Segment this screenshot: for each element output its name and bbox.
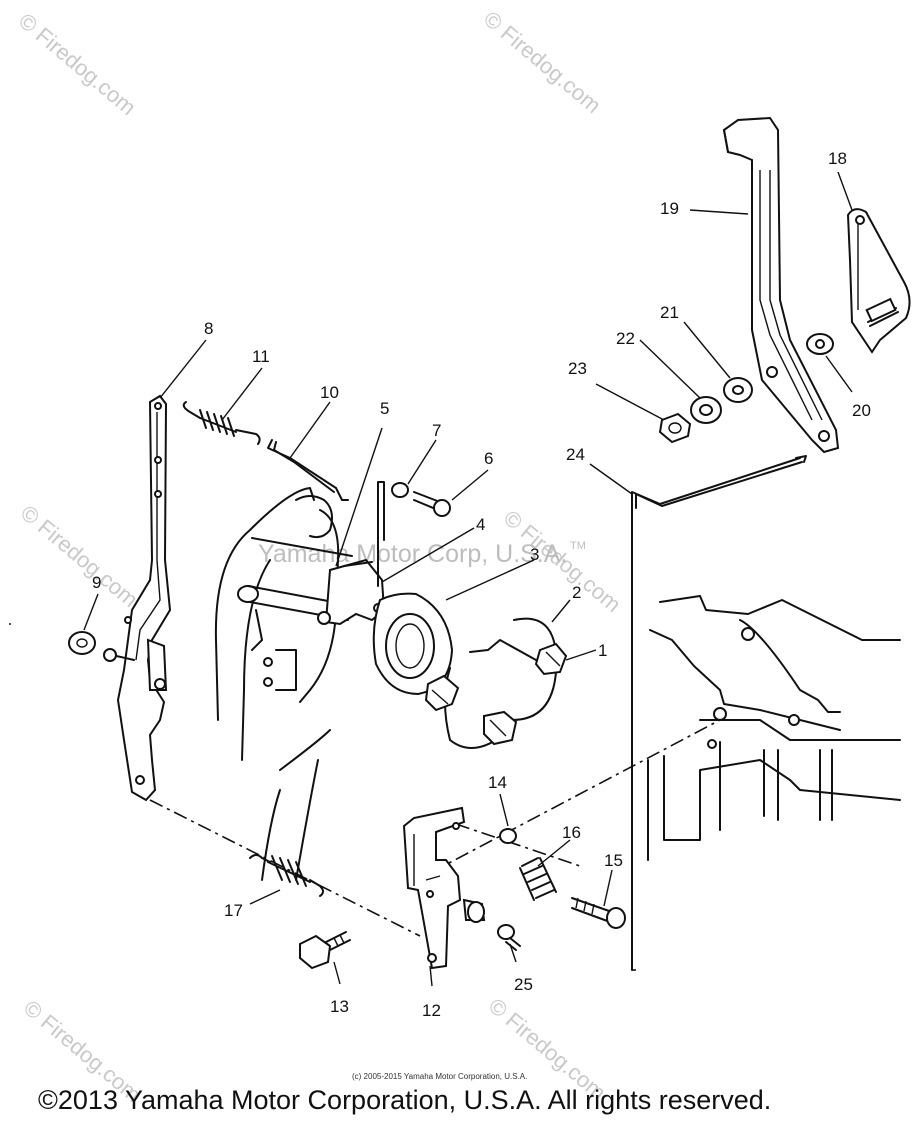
part-16-spring [519, 857, 557, 901]
callout-1: 1 [598, 641, 607, 660]
callout-7: 7 [432, 421, 441, 440]
part-25-screw [497, 924, 521, 951]
part-13-bolt [299, 931, 351, 970]
callout-4: 4 [476, 515, 485, 534]
callout-13: 13 [330, 997, 349, 1016]
watermark-tm: TM [570, 540, 586, 552]
part-10-rod [267, 439, 349, 501]
callout-5: 5 [380, 399, 389, 418]
part-14-washer [499, 828, 517, 844]
exploded-parts-diagram: 1 2 3 4 5 6 7 8 9 10 11 12 13 14 15 16 1… [9, 116, 911, 1020]
part-20-washer [806, 333, 834, 355]
callout-2: 2 [572, 583, 581, 602]
engine-block-right [647, 595, 901, 861]
callout-20: 20 [852, 401, 871, 420]
callout-18: 18 [828, 149, 847, 168]
callout-3: 3 [530, 545, 539, 564]
part-23-nut [658, 412, 692, 444]
part-1-2-harness [424, 617, 568, 749]
part-15-bolt [571, 897, 626, 929]
part-17-spring [249, 854, 324, 897]
margin-speck [9, 623, 11, 625]
callout-23: 23 [568, 359, 587, 378]
part-8-lever [103, 394, 172, 802]
callout-17: 17 [224, 901, 243, 920]
part-5-bracket-line [377, 481, 385, 587]
part-3-cam [372, 592, 454, 696]
part-6-bolt [413, 491, 451, 517]
callout-12: 12 [422, 1001, 441, 1020]
assembly-line-1 [149, 799, 421, 937]
part-24-rod [631, 455, 807, 971]
callout-8: 8 [204, 319, 213, 338]
part-12-bracket [402, 806, 486, 970]
leader-lines [83, 171, 853, 987]
assembly-line-4 [455, 823, 581, 867]
callout-15: 15 [604, 851, 623, 870]
part-19-lever [722, 116, 840, 454]
callout-10: 10 [320, 383, 339, 402]
assembly-line-2 [431, 719, 721, 873]
part-22-nut [690, 396, 722, 424]
callout-21: 21 [660, 303, 679, 322]
part-21-washer [723, 377, 753, 403]
small-copyright-credit: (c) 2005-2015 Yamaha Motor Corporation, … [352, 1072, 528, 1081]
part-4-bracket [317, 558, 386, 626]
callout-11: 11 [252, 347, 270, 366]
part-18-bracket [846, 208, 911, 354]
footer-copyright: ©2013 Yamaha Motor Corporation, U.S.A. A… [38, 1085, 772, 1115]
callout-16: 16 [562, 823, 581, 842]
callout-22: 22 [616, 329, 635, 348]
callout-19: 19 [660, 199, 679, 218]
part-9-nut [68, 631, 96, 655]
callout-24: 24 [566, 445, 585, 464]
callout-numbers: 1 2 3 4 5 6 7 8 9 10 11 12 13 14 15 16 1… [92, 149, 871, 1020]
part-11-spring [182, 401, 261, 445]
callout-9: 9 [92, 573, 101, 592]
callout-6: 6 [484, 449, 493, 468]
callout-14: 14 [488, 773, 507, 792]
callout-25: 25 [514, 975, 533, 994]
engine-case [214, 487, 353, 881]
part-7-clip [391, 482, 409, 498]
